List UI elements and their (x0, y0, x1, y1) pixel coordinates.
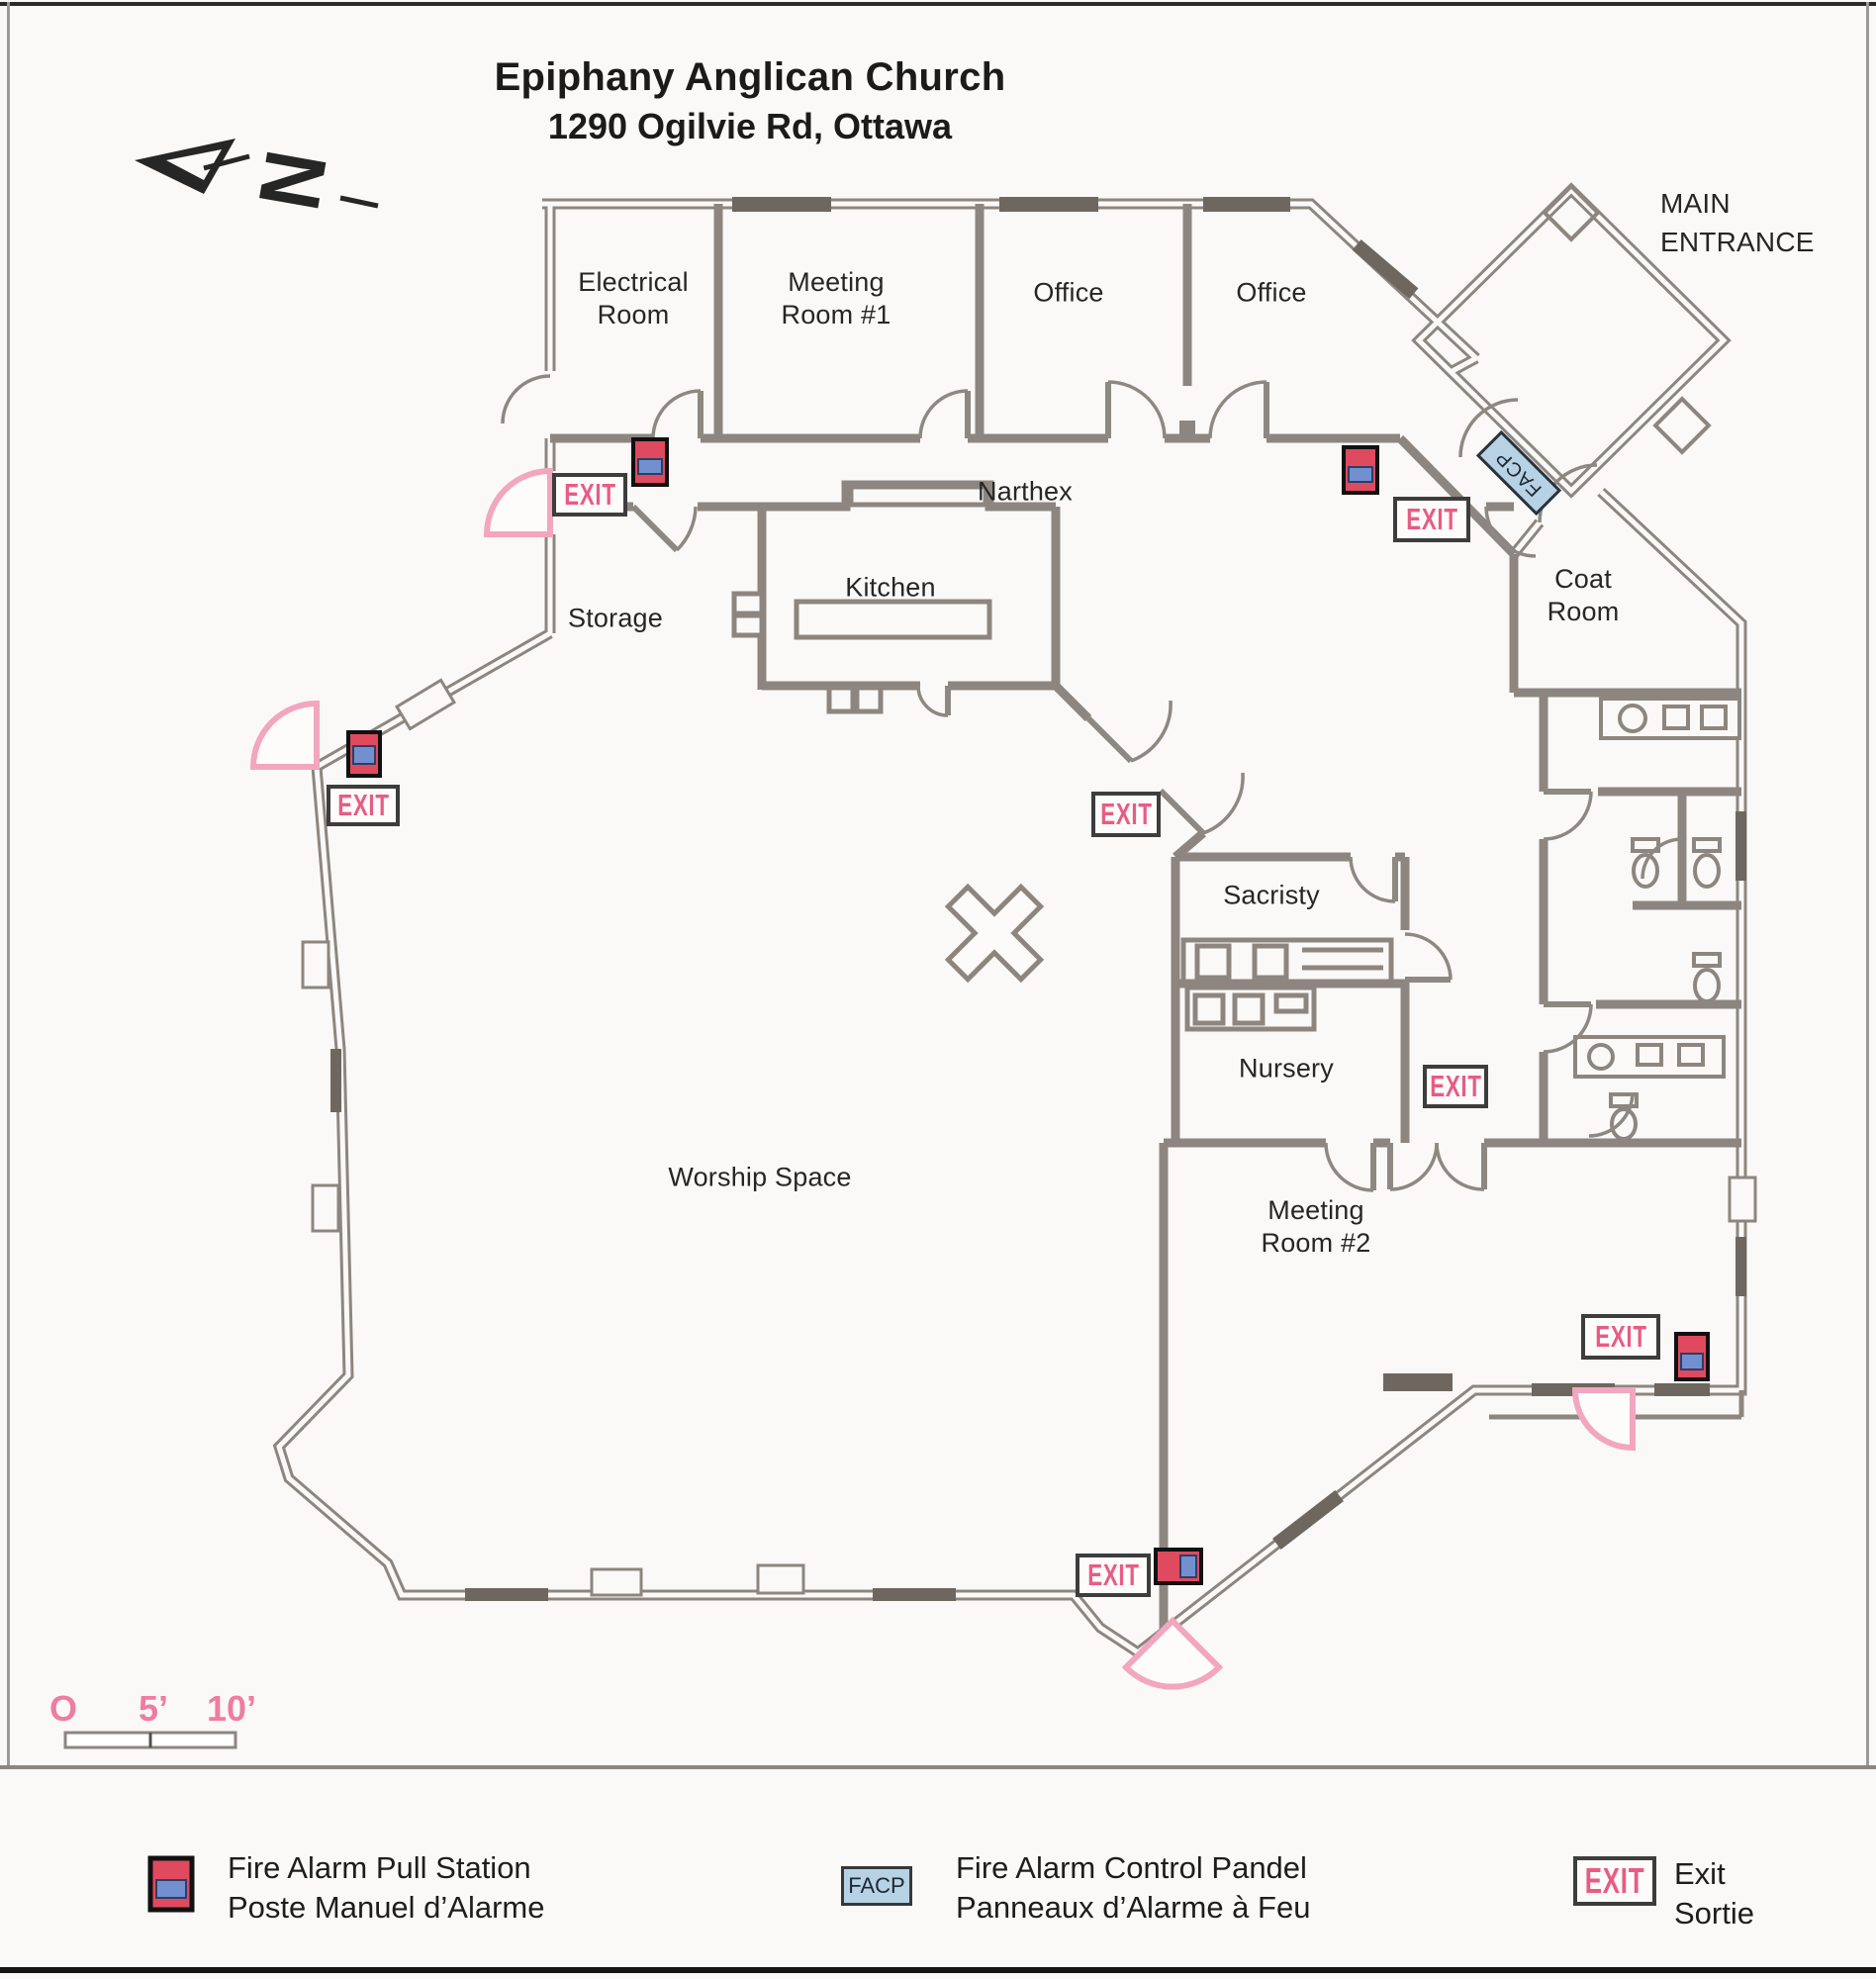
door-mullion (1179, 421, 1195, 438)
legend-pull-station-icon (147, 1855, 195, 1913)
fire-alarm-pull-station-icon (1674, 1332, 1710, 1381)
washroom-fixtures (1573, 697, 1741, 1141)
door-leaves (630, 382, 1591, 1190)
fire-alarm-pull-station-icon (631, 437, 669, 487)
fire-alarm-pull-station-icon (1154, 1548, 1203, 1585)
cross-icon (944, 883, 1045, 984)
entrance-vestibule-details (1542, 183, 1712, 455)
window-bumps (301, 678, 1757, 1597)
north-arrow-icon (135, 139, 379, 209)
fire-alarm-pull-station-icon (346, 730, 382, 778)
exit-door-arcs (249, 467, 1636, 1690)
sacristy-cabinets (1180, 937, 1394, 1032)
fire-alarm-pull-station-icon (1342, 445, 1379, 495)
door-arcs (501, 374, 1683, 1192)
kitchen-counters (731, 484, 992, 714)
window-segments (330, 197, 1746, 1601)
exterior-walls (272, 182, 1747, 1659)
fire-alarm-pull-stations (346, 437, 1710, 1585)
scale-bar (63, 1731, 237, 1749)
